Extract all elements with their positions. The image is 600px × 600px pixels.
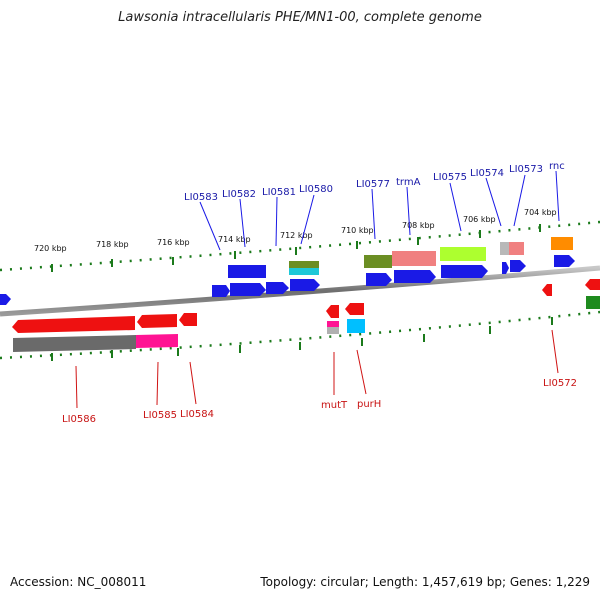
gene-arrow	[179, 313, 197, 326]
reverse-genes[interactable]	[12, 279, 600, 333]
gene-label-li0577: LI0577	[356, 179, 390, 190]
gene-arrow	[266, 282, 289, 294]
scale-label: 710 kbp	[341, 226, 374, 235]
gene-arrow	[542, 284, 552, 296]
gene-label-li0586: LI0586	[62, 414, 96, 425]
gene-arrow	[554, 255, 575, 267]
scale-label: 712 kbp	[280, 231, 313, 240]
upper-scale-line	[0, 220, 600, 272]
lower-major-ticks	[51, 317, 553, 361]
forward-features	[228, 237, 573, 278]
gene-arrow	[326, 305, 339, 318]
reverse-gene-labels: LI0586 LI0585 LI0584 mutT purH LI0572	[62, 378, 577, 425]
gene-arrow	[137, 314, 177, 328]
gene-label-trma: trmA	[396, 177, 421, 188]
genome-backbone	[0, 265, 600, 317]
genome-stats-text: Topology: circular; Length: 1,457,619 bp…	[260, 575, 590, 589]
gene-label-rnc: rnc	[549, 161, 565, 172]
gene-label-li0581: LI0581	[262, 187, 296, 198]
upper-major-ticks	[51, 224, 541, 272]
gene-label-li0574: LI0574	[470, 168, 504, 179]
accession-text: Accession: NC_008011	[10, 575, 147, 589]
forward-label-lines	[199, 170, 560, 251]
gene-arrow	[12, 316, 135, 333]
gene-label-li0572: LI0572	[543, 378, 577, 389]
forward-gene-labels: LI0583 LI0582 LI0581 LI0580 LI0577 trmA …	[184, 161, 565, 203]
scale-label: 716 kbp	[157, 238, 190, 247]
reverse-features	[13, 296, 600, 352]
gene-label-li0580: LI0580	[299, 184, 333, 195]
map-title: Lawsonia intracellularis PHE/MN1-00, com…	[118, 10, 482, 25]
gene-arrow	[502, 262, 509, 274]
lower-scale-line	[0, 310, 600, 360]
scale-labels: 720 kbp 718 kbp 716 kbp 714 kbp 712 kbp …	[34, 208, 557, 253]
gene-arrow	[585, 279, 600, 290]
gene-label-li0584: LI0584	[180, 409, 214, 420]
gene-label-li0583: LI0583	[184, 192, 218, 203]
gene-label-purh: purH	[357, 399, 381, 410]
gene-arrow	[441, 265, 488, 278]
gene-arrow	[212, 285, 230, 297]
gene-label-mutt: mutT	[321, 400, 348, 411]
gene-arrow	[0, 294, 11, 305]
gene-arrow	[510, 260, 526, 272]
forward-genes[interactable]	[0, 255, 575, 305]
gene-arrow	[366, 273, 392, 286]
gene-arrow	[230, 283, 266, 296]
gene-arrow	[290, 279, 320, 291]
gene-arrow	[394, 270, 436, 283]
scale-label: 706 kbp	[463, 215, 496, 224]
scale-label: 704 kbp	[524, 208, 557, 217]
scale-label: 720 kbp	[34, 244, 67, 253]
gene-label-li0573: LI0573	[509, 164, 543, 175]
gene-label-li0575: LI0575	[433, 172, 467, 183]
gene-arrow	[345, 303, 364, 315]
scale-label: 714 kbp	[218, 235, 251, 244]
reverse-label-lines	[75, 329, 559, 409]
gene-label-li0582: LI0582	[222, 189, 256, 200]
scale-label: 718 kbp	[96, 240, 129, 249]
scale-label: 708 kbp	[402, 221, 435, 230]
gene-label-li0585: LI0585	[143, 410, 177, 421]
